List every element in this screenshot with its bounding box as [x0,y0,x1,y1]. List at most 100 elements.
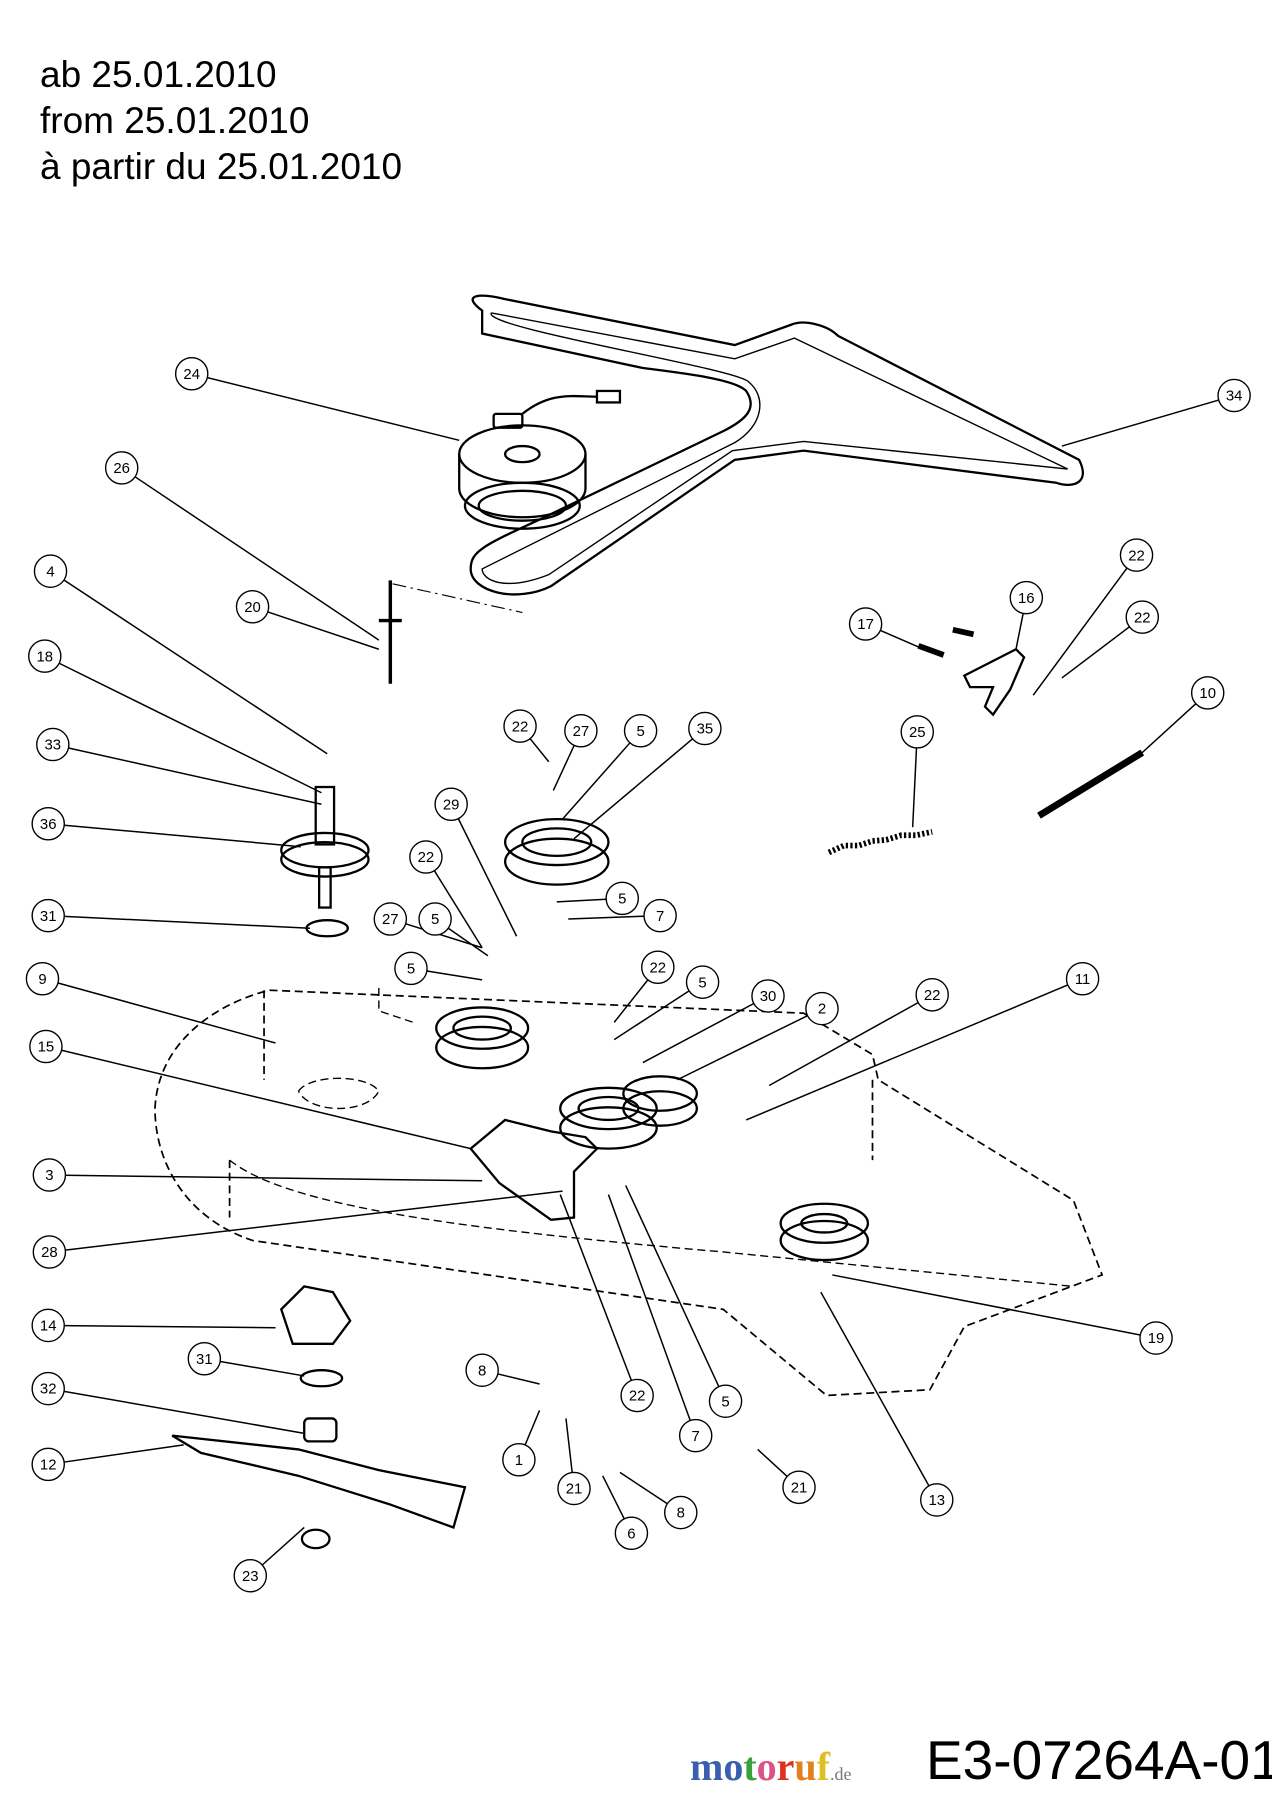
leader-line [568,915,645,920]
callout-5: 5 [624,1185,743,1418]
leader-line [68,747,322,805]
leader-line [820,1291,930,1487]
callout-circle [678,1418,713,1453]
callout-number: 30 [760,988,777,1005]
callout-19: 19 [832,1274,1173,1355]
leader-line [457,818,518,937]
callout-18: 18 [28,639,322,794]
callout-22: 22 [409,840,483,949]
callout-number: 20 [244,599,261,616]
callout-circle [643,898,677,933]
callout-circle [620,1378,654,1413]
callout-22: 22 [503,709,550,763]
callout-circle [394,951,428,986]
mower-deck [154,989,1104,1397]
electric-clutch [458,389,622,530]
callout-number: 32 [40,1381,57,1398]
callout-number: 22 [924,987,941,1004]
leader-line [426,970,483,981]
callout-circle [418,902,452,936]
leader-line [768,1001,919,1087]
watermark-suffix: .de [830,1764,852,1784]
leader-line [261,1526,305,1566]
callout-27: 27 [552,714,598,791]
leader-line [573,738,694,840]
callout-circle [782,1470,816,1505]
callout-circle [187,1341,222,1376]
bracket [962,647,1026,717]
callout-number: 26 [113,460,130,477]
callout-number: 24 [183,366,200,383]
callout-number: 22 [1134,609,1151,626]
center-line [392,583,523,614]
leader-line [1141,703,1197,754]
leader-line [911,747,918,828]
idler-pulley-upper [503,818,610,886]
callout-number: 28 [41,1244,58,1261]
mower-blade [171,1434,467,1529]
callout-22: 22 [1032,538,1154,696]
callout-circle [174,356,209,391]
leader-line [1061,399,1219,447]
callout-circle [32,1158,67,1192]
callout-33: 33 [36,727,322,805]
callout-22: 22 [613,950,675,1023]
callout-circle [848,607,883,641]
callout-22: 22 [768,978,949,1087]
leader-line [613,979,649,1023]
callout-number: 23 [242,1568,259,1585]
callout-number: 8 [677,1505,685,1522]
callout-number: 5 [618,891,626,908]
callout-5: 5 [556,881,639,916]
callout-2: 2 [676,991,839,1081]
callout-circle [564,714,598,748]
callout-10: 10 [1141,676,1225,754]
watermark-letter: m [690,1744,724,1789]
callout-15: 15 [29,1029,471,1150]
callout-20: 20 [235,590,380,650]
callout-number: 22 [629,1388,646,1405]
callout-circle [605,881,639,916]
callout-9: 9 [25,961,276,1044]
leader-line [619,1471,668,1505]
callout-number: 22 [1128,547,1145,564]
pin [378,580,402,684]
callout-5: 5 [418,902,489,957]
callout-26: 26 [104,451,380,641]
leader-line [757,1448,788,1477]
callout-circle [614,1516,649,1550]
blade-nut [300,1528,331,1550]
leader-line [559,1194,633,1381]
belt-inner-edge [481,312,1068,585]
callout-13: 13 [820,1291,954,1517]
watermark-letter: o [723,1744,744,1789]
tension-spring [827,828,933,856]
callout-31: 31 [31,898,310,933]
callout-number: 5 [431,911,439,928]
leader-line [447,927,489,957]
leader-line [65,1190,563,1251]
callout-number: 1 [515,1452,523,1469]
callout-number: 5 [407,961,415,978]
callout-circle [1125,600,1160,634]
leader-line [624,1185,720,1387]
idler-arm [469,1118,599,1222]
blade-spindle [279,1285,352,1443]
leader-line [134,476,380,641]
callout-number: 5 [636,723,644,740]
spindle-pulley-left [280,785,370,938]
validity-note: ab 25.01.2010 from 25.01.2010 à partir d… [40,52,402,190]
leader-line [642,1002,755,1064]
callout-number: 21 [791,1479,808,1496]
leader-line [832,1274,1141,1336]
leader-line [64,1444,184,1463]
callout-circle [900,715,935,749]
callout-circle [915,978,949,1012]
watermark-letter: f [816,1744,830,1789]
watermark-letter: o [756,1744,777,1789]
callout-number: 5 [698,974,706,991]
callout-number: 25 [909,724,926,741]
leader-line [1032,567,1128,696]
validity-de: ab 25.01.2010 [40,54,277,95]
callout-circle [29,1029,63,1064]
